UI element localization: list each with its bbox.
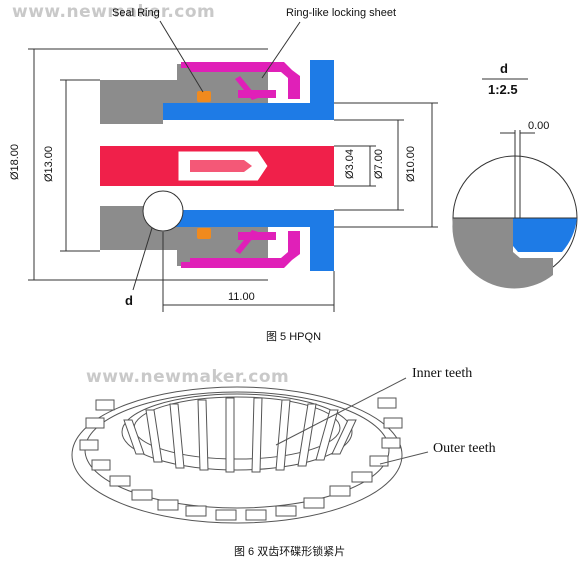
insulator-upper	[163, 60, 334, 120]
seal-ring-label: Seal Ring	[112, 7, 160, 19]
inner-diameter-label: Ø13.00	[43, 145, 56, 183]
locking-sheet-leader	[261, 21, 301, 79]
inner-teeth-leader	[275, 377, 407, 446]
dim-outer-diameter	[28, 48, 268, 281]
outer-teeth-label: Outer teeth	[433, 441, 496, 456]
inner-teeth-label: Inner teeth	[412, 366, 473, 381]
connector-cross-section	[28, 20, 578, 312]
locking-sheet-lower-slant	[235, 230, 258, 254]
inner-teeth	[123, 397, 357, 473]
dim-right-diameters	[334, 102, 438, 228]
detail-marker-label: d	[125, 293, 133, 308]
seal-ring-lower	[197, 228, 211, 239]
dim-length	[162, 232, 335, 312]
figure5-caption: 图 5 HPQN	[266, 331, 322, 343]
insulator-lower	[163, 210, 334, 271]
seal-ring-upper	[197, 91, 211, 102]
body-diameter-label: Ø10.00	[405, 145, 418, 183]
detail-scale-label: 1:2.5	[488, 82, 518, 97]
length-label: 11.00	[228, 291, 255, 303]
locking-sheet-upper	[181, 62, 300, 99]
figure6-caption: 图 6 双齿环碟形锁紧片	[234, 546, 346, 558]
watermark-bottom: www.newmaker.com	[86, 367, 290, 387]
outer-teeth-leader	[379, 451, 429, 465]
outer-diameter-label: Ø18.00	[9, 143, 22, 181]
pin-tip	[190, 160, 252, 172]
locking-sheet-label: Ring-like locking sheet	[286, 7, 397, 19]
locking-sheet-upper-slant	[235, 76, 258, 100]
pin-diameter-label: Ø3.04	[343, 149, 356, 179]
watermark-top: www.newmaker.com	[12, 2, 216, 22]
locking-sheet-lower	[181, 231, 300, 268]
detail-circle	[142, 190, 184, 232]
detail-view	[452, 78, 578, 289]
outer-teeth	[79, 397, 403, 521]
detail-name-label: d	[500, 61, 508, 76]
washer-outline	[71, 386, 403, 524]
seal-ring-leader	[159, 20, 204, 93]
detail-gap-label: 0.00	[528, 120, 550, 132]
bore-diameter-label: Ø7.00	[372, 149, 385, 179]
dim-inner-diameter	[60, 79, 100, 252]
